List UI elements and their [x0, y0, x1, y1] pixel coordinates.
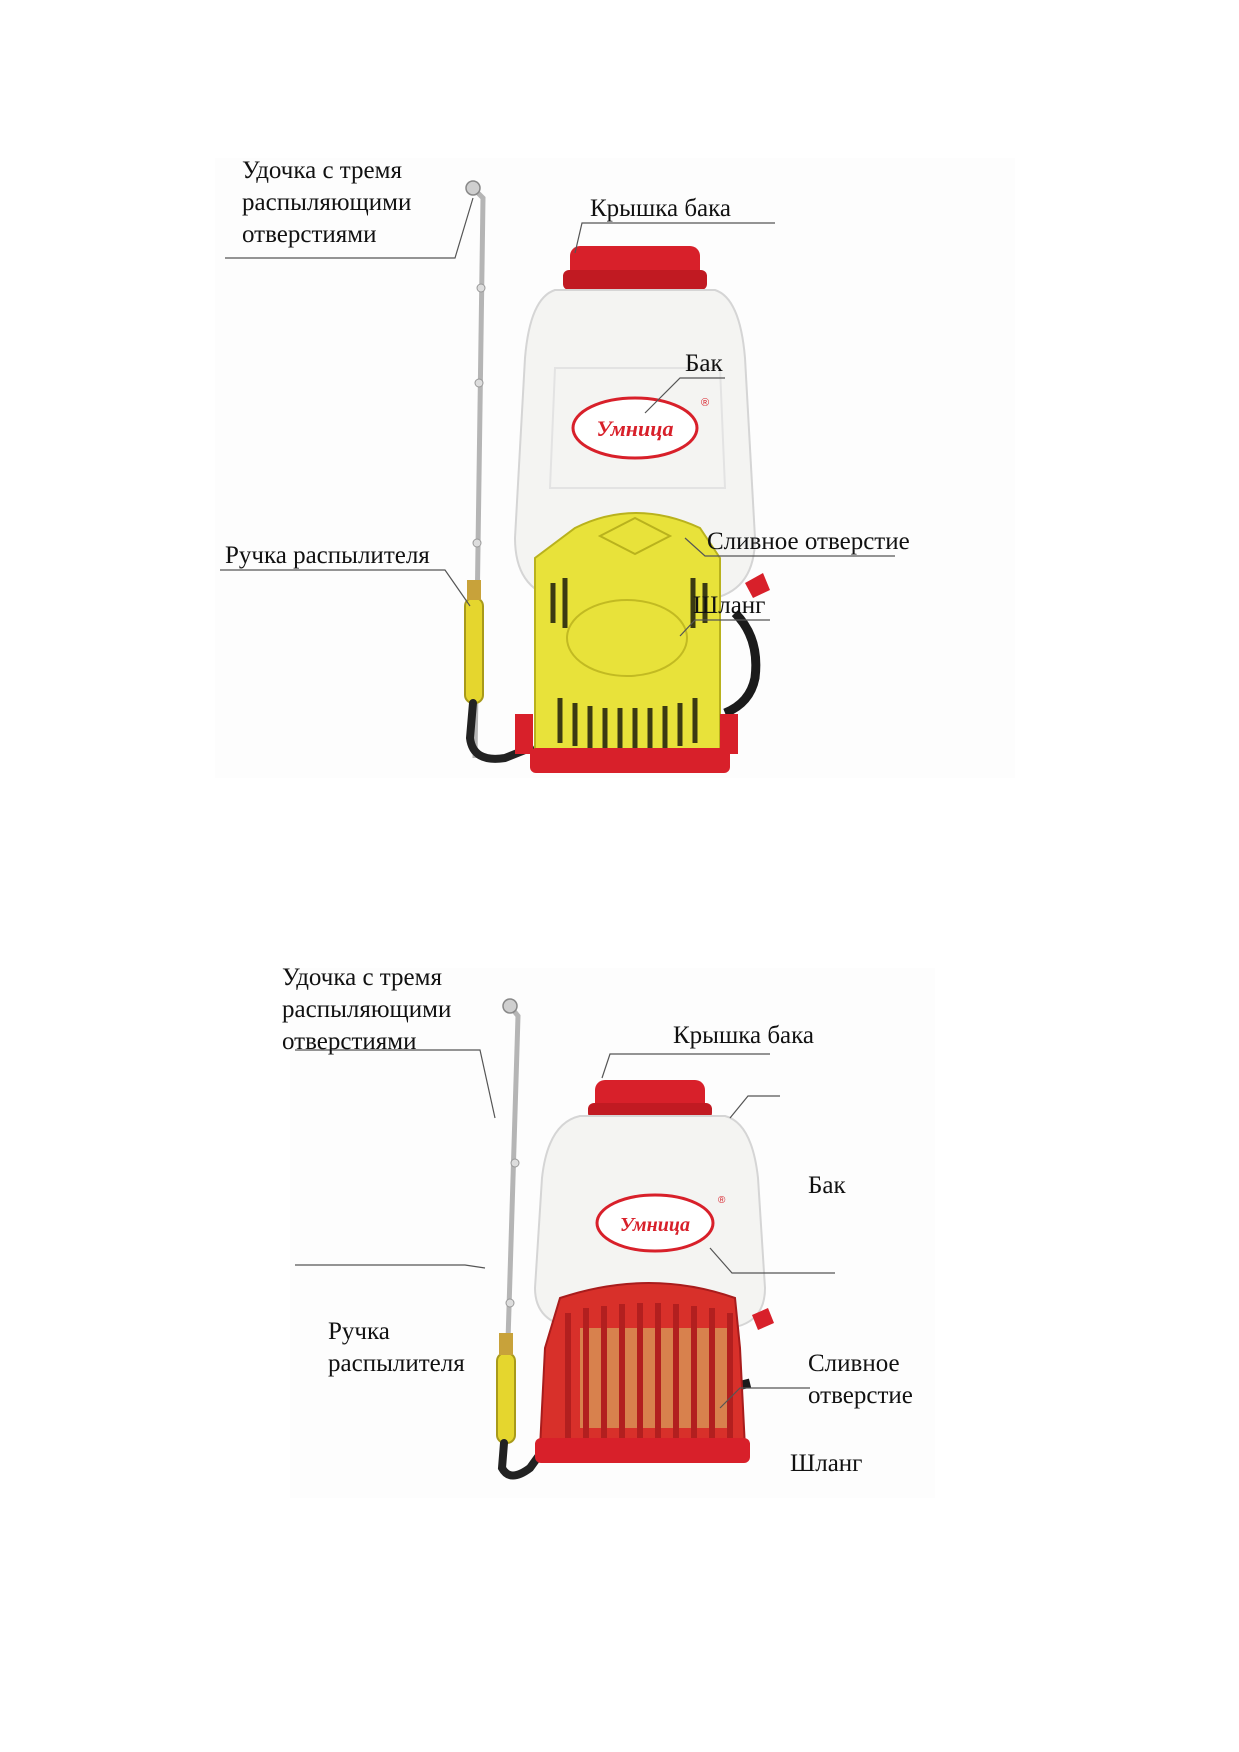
- base: [530, 748, 730, 773]
- leader-lines: [220, 197, 895, 637]
- sprayer-handle: [464, 597, 484, 704]
- label-wand-line-2: распыляющими: [242, 189, 412, 216]
- label-tank-cap: Крышка бака: [590, 195, 732, 222]
- label-drain-line-1: Сливное: [808, 1350, 900, 1377]
- label-tank: Бак: [808, 1172, 846, 1199]
- sprayer-illustration-2: Умница ®: [295, 998, 835, 1480]
- sprayer-diagram-1: Умница ® Удочка с: [215, 155, 1015, 778]
- housing-vents: [550, 578, 708, 748]
- logo-registered-mark: ®: [718, 1195, 726, 1206]
- label-hose: Шланг: [693, 592, 766, 619]
- nozzle-tip: [465, 180, 481, 196]
- sprayer-diagram-2: Умница ® Удочка с тремя распыляющими отв…: [282, 964, 935, 1498]
- logo-text: Умница: [620, 1214, 690, 1236]
- label-hose: Шланг: [790, 1450, 863, 1477]
- base: [535, 1438, 750, 1463]
- label-drain: Сливное отверстие: [808, 1348, 913, 1412]
- label-tank: Бак: [685, 350, 723, 377]
- label-drain: Сливное отверстие: [707, 528, 910, 555]
- hose-back: [723, 609, 761, 718]
- label-handle: Ручка распылителя: [328, 1316, 465, 1380]
- label-wand-line-2: распыляющими: [282, 996, 452, 1023]
- hose-front: [497, 1439, 552, 1480]
- sprayer-handle: [496, 1352, 516, 1444]
- logo-registered-mark: ®: [701, 397, 709, 409]
- label-handle: Ручка распылителя: [225, 542, 430, 569]
- label-wand: Удочка с тремя распыляющими отверстиями: [242, 155, 411, 251]
- drain-valve: [752, 1308, 774, 1330]
- logo-oval: [571, 396, 699, 460]
- drain-valve: [745, 573, 770, 598]
- label-handle-line-2: распылителя: [328, 1350, 465, 1377]
- label-tank-cap: Крышка бака: [673, 1022, 815, 1049]
- housing-vents: [565, 1303, 733, 1438]
- label-wand: Удочка с тремя распыляющими отверстиями: [282, 962, 451, 1058]
- leader-lines: [295, 1049, 835, 1409]
- label-handle-line-1: Ручка: [328, 1318, 390, 1345]
- nozzle-tip: [502, 998, 518, 1014]
- label-wand-line-1: Удочка с тремя: [282, 964, 442, 991]
- logo-text: Умница: [597, 416, 674, 441]
- logo-oval: [595, 1193, 715, 1253]
- label-wand-line-1: Удочка с тремя: [242, 157, 402, 184]
- hose-front: [465, 699, 534, 763]
- label-wand-line-3: отверстиями: [282, 1028, 417, 1055]
- label-wand-line-3: отверстиями: [242, 221, 377, 248]
- label-drain-line-2: отверстие: [808, 1382, 913, 1409]
- sprayer-illustration-1: Умница ®: [220, 180, 895, 773]
